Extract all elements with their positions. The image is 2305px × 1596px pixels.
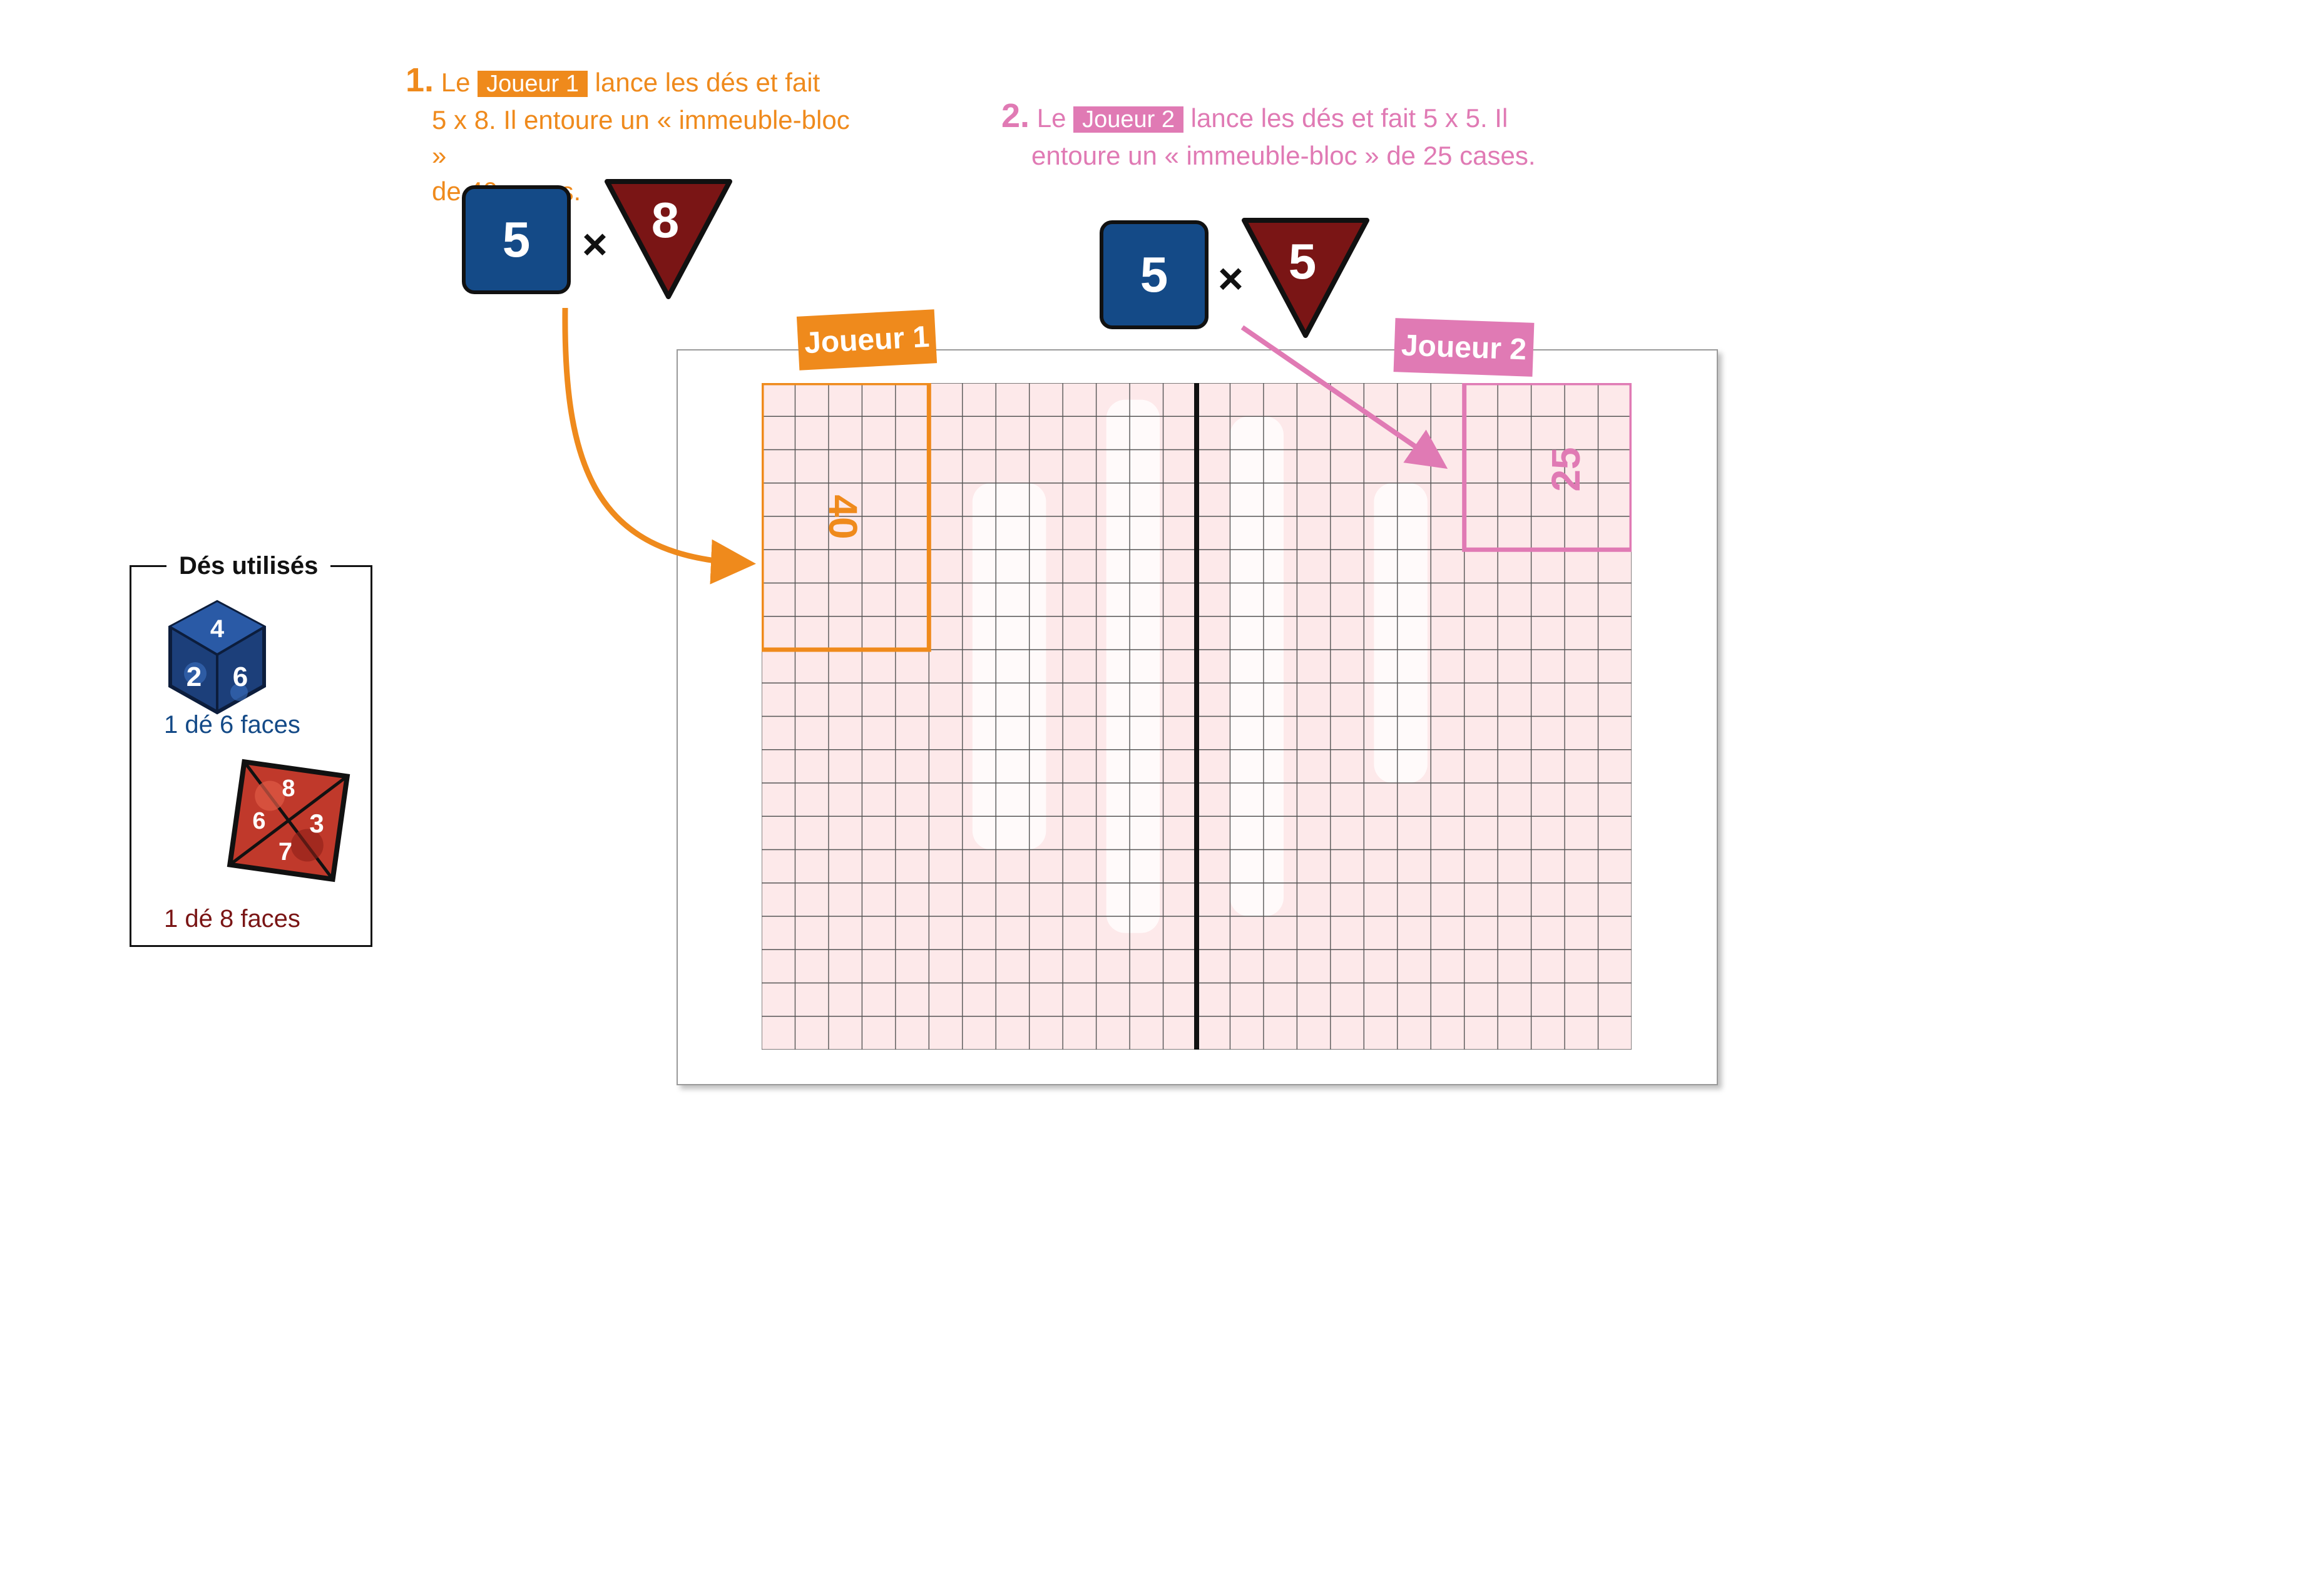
step1-times-sign: × (582, 220, 608, 269)
d6-face-left: 2 (187, 662, 202, 692)
ghost-shape (1230, 416, 1284, 916)
player2-label: Joueur 2 (1393, 318, 1535, 377)
d8-die-icon: 8 6 3 7 (227, 759, 350, 882)
step2-post: lance les dés et fait 5 x 5. Il (1190, 103, 1508, 133)
step1-line2: 5 x 8. Il entoure un « immeuble-bloc » (432, 105, 850, 170)
ghost-shape (1106, 399, 1160, 933)
step2-times-sign: × (1218, 254, 1244, 303)
step2-number: 2. (1001, 97, 1030, 135)
step2-player-tag: Joueur 2 (1073, 106, 1183, 133)
block1-value: 40 (820, 494, 866, 540)
dice-legend-title: Dés utilisés (166, 552, 331, 580)
step2-line1: 2. Le Joueur 2 lance les dés et fait 5 x… (1001, 98, 1565, 138)
step1-line1: 1. Le Joueur 1 lance les dés et fait (406, 63, 856, 102)
step2-instruction: 2. Le Joueur 2 lance les dés et fait 5 x… (1001, 98, 1565, 173)
dice-legend: Dés utilisés 4 2 6 1 dé 6 faces 8 6 3 7 … (130, 552, 372, 947)
d8-face-right: 3 (309, 809, 324, 838)
d6-die-icon: 4 2 6 (168, 600, 266, 715)
step2-die-triangle-value: 5 (1288, 233, 1317, 289)
step1-number: 1. (406, 61, 434, 99)
step1-die-square: 5 (462, 185, 571, 294)
d6-face-top: 4 (210, 615, 225, 643)
d8-label: 1 dé 8 faces (164, 905, 300, 933)
step1-post: lance les dés et fait (595, 68, 820, 97)
step2-pre: Le (1036, 103, 1066, 133)
step2-die-triangle-icon (1242, 218, 1369, 338)
ghost-shape (1374, 483, 1428, 783)
player1-label: Joueur 1 (796, 309, 938, 371)
d8-face-top: 8 (282, 775, 295, 802)
d8-face-bottom: 7 (279, 838, 292, 866)
player1-block (762, 383, 931, 652)
step1-die-triangle-value: 8 (651, 192, 680, 248)
ghost-shape (972, 483, 1046, 850)
d8-face-left: 6 (252, 808, 265, 834)
step1-instruction: 1. Le Joueur 1 lance les dés et fait 5 x… (406, 63, 856, 209)
d6-face-right: 6 (233, 662, 248, 692)
block2-value: 25 (1543, 447, 1588, 492)
game-grid (762, 383, 1632, 1050)
d6-label: 1 dé 6 faces (164, 711, 300, 739)
step1-player-tag: Joueur 1 (478, 71, 588, 97)
step1-die-triangle-icon (605, 179, 732, 299)
step1-pre: Le (441, 68, 471, 97)
step2-die-square: 5 (1100, 220, 1209, 329)
step2-line2: entoure un « immeuble-bloc » de 25 cases… (1031, 141, 1536, 170)
